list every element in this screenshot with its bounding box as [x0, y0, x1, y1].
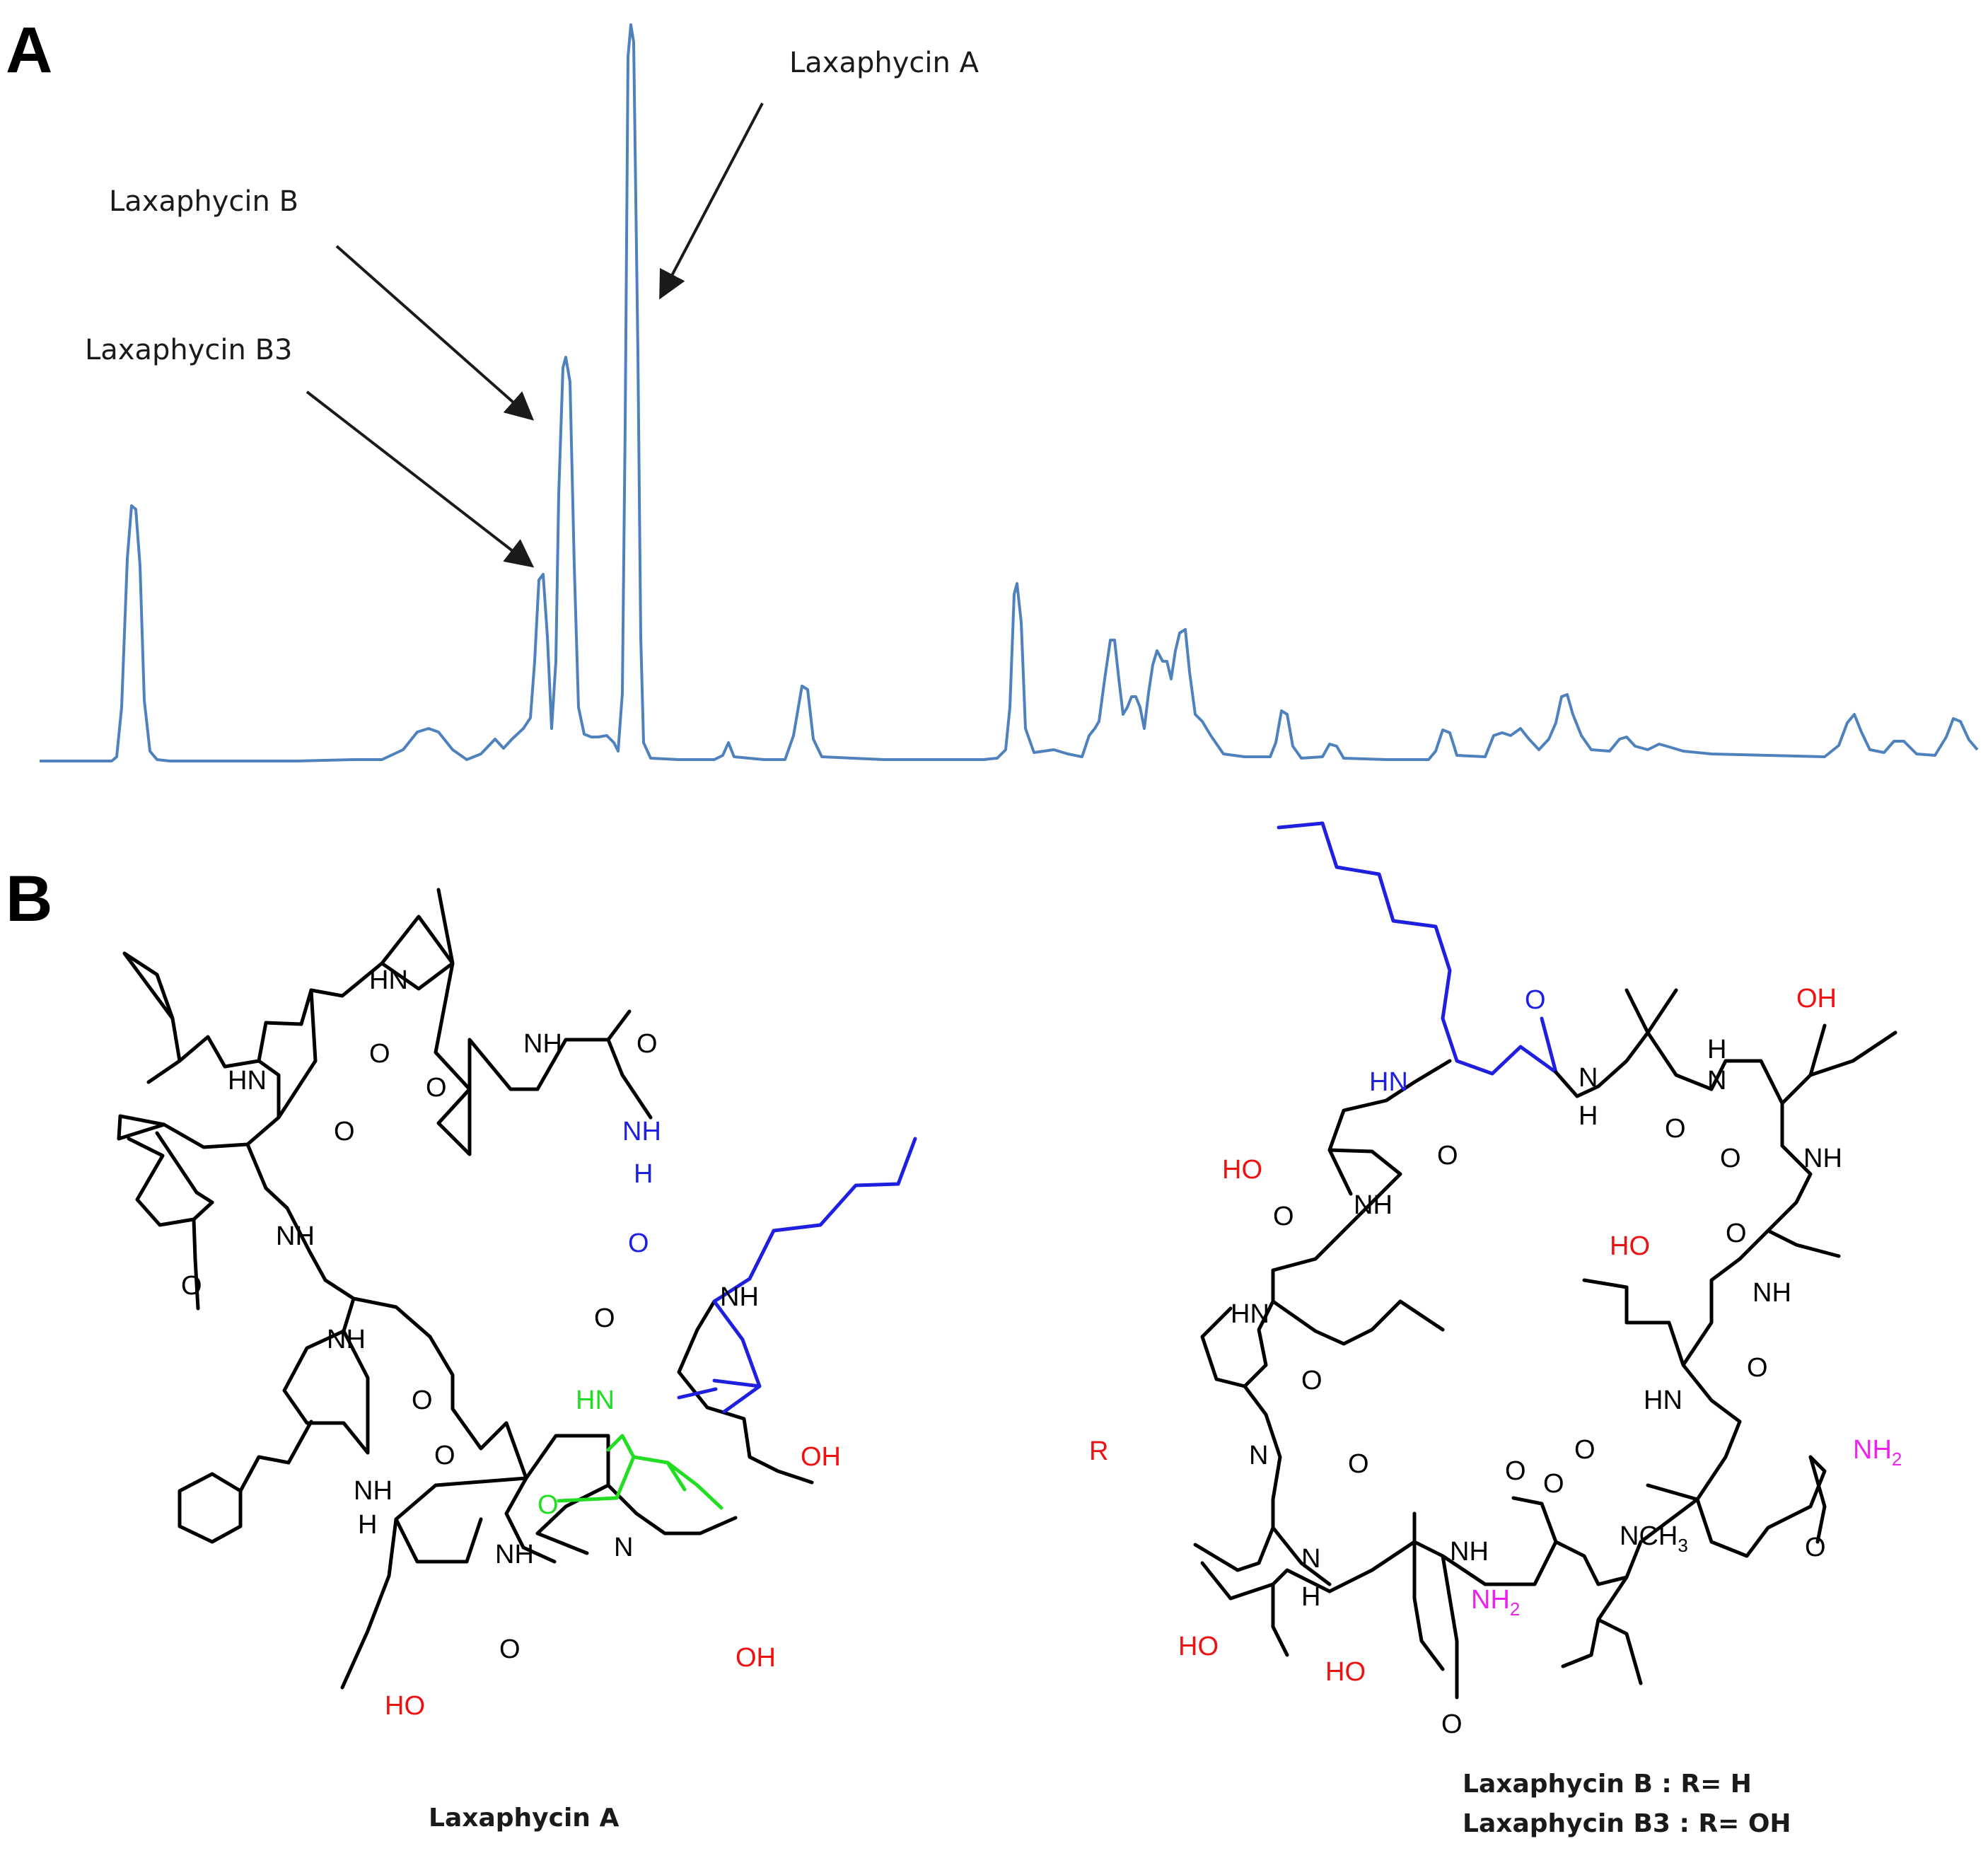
atom-label: O — [181, 1271, 202, 1301]
atom-label: O — [1805, 1533, 1826, 1562]
atom-label: O — [1437, 1141, 1458, 1171]
atom-label: NH — [327, 1325, 366, 1354]
atom-label: O — [1301, 1366, 1323, 1395]
atom-label: NH — [720, 1282, 759, 1312]
atom-label: O — [1665, 1114, 1686, 1144]
arrow-laxaphycin-b3 — [306, 390, 535, 568]
atom-label: O — [636, 1029, 658, 1059]
atom-label: O — [499, 1635, 521, 1664]
atom-label-r-group: R — [1089, 1436, 1108, 1466]
atom-label: HN — [228, 1066, 267, 1096]
atom-label: H — [1579, 1101, 1598, 1131]
atom-label: N — [1707, 1066, 1726, 1096]
atom-label: NH — [495, 1540, 534, 1569]
atom-label-hydroxyl: OH — [1796, 984, 1837, 1014]
atom-label: O — [334, 1117, 355, 1146]
atom-label-hydroxyl: HO — [1325, 1657, 1366, 1687]
atom-label: N — [1301, 1544, 1320, 1574]
atom-label-amide: NH2 — [1853, 1435, 1902, 1470]
atom-label: O — [1747, 1353, 1768, 1383]
atom-label-lipid: O — [628, 1229, 649, 1258]
atom-label: H — [1707, 1035, 1726, 1064]
structure-laxaphycin-a: HN O NH O O HN O NH O NH O NH H O NH O O… — [117, 888, 917, 1721]
atom-label: O — [594, 1303, 615, 1333]
atom-label: NH — [523, 1029, 562, 1059]
arrow-laxaphycin-a — [659, 103, 764, 300]
peak-label-laxaphycin-a: Laxaphycin A — [789, 47, 980, 79]
atom-label: NH — [1450, 1537, 1489, 1567]
atom-label: HN — [1231, 1299, 1269, 1329]
atom-label-amide: NH2 — [1471, 1585, 1520, 1620]
atom-label: O — [1726, 1219, 1747, 1248]
atom-label: H — [358, 1510, 377, 1540]
atom-label: O — [1543, 1469, 1564, 1499]
chromatogram-trace — [40, 23, 1979, 762]
panel-label-a: A — [6, 14, 52, 86]
atom-label: O — [369, 1039, 390, 1069]
arrow-laxaphycin-b — [335, 245, 534, 421]
caption-laxaphycin-b: Laxaphycin B : R= H — [1463, 1770, 1752, 1799]
atom-label: O — [1574, 1435, 1595, 1465]
atom-label: O — [434, 1441, 455, 1470]
atom-label: NH — [1803, 1144, 1842, 1173]
atom-label: H — [1301, 1582, 1320, 1612]
atom-label: O — [1441, 1709, 1463, 1739]
atom-label: N — [1579, 1063, 1598, 1093]
atom-label: O — [426, 1073, 447, 1103]
atom-label-lipid: O — [1525, 985, 1546, 1015]
atom-label-hydroxyl: HO — [1178, 1632, 1219, 1661]
atom-label: O — [1273, 1202, 1294, 1231]
atom-label: O — [1505, 1456, 1526, 1486]
atom-label: NCH3 — [1620, 1521, 1688, 1556]
atom-label: NH — [1752, 1278, 1791, 1308]
panel-label-b: B — [6, 863, 52, 935]
atom-label-hydroxyl: OH — [801, 1442, 841, 1472]
atom-label-lipid: NH — [622, 1117, 661, 1146]
atom-label-dehydro: HN — [576, 1386, 615, 1415]
atom-label-hydroxyl: HO — [385, 1691, 425, 1721]
peak-label-laxaphycin-b: Laxaphycin B — [109, 185, 298, 218]
atom-label: N — [1249, 1441, 1268, 1470]
chromatogram — [40, 23, 1979, 762]
atom-label-hydroxyl: OH — [736, 1643, 776, 1673]
atom-label: O — [1348, 1449, 1369, 1479]
atom-label: NH — [1354, 1190, 1393, 1220]
atom-label: NH — [276, 1221, 315, 1251]
atom-label: HN — [369, 965, 408, 995]
atom-label-hydroxyl: HO — [1610, 1231, 1650, 1261]
atom-label-lipid: H — [634, 1159, 653, 1189]
atom-label-hydroxyl: HO — [1222, 1155, 1262, 1185]
caption-laxaphycin-a: Laxaphycin A — [429, 1804, 619, 1833]
caption-laxaphycin-b3: Laxaphycin B3 : R= OH — [1463, 1809, 1791, 1838]
atom-label: NH — [354, 1476, 393, 1506]
atom-label: HN — [1644, 1386, 1682, 1415]
atom-label-dehydro: O — [537, 1490, 559, 1520]
atom-label: O — [1720, 1144, 1741, 1173]
peak-label-laxaphycin-b3: Laxaphycin B3 — [85, 334, 292, 366]
structure-laxaphycin-b: OH HO HO HO HO R NH2 NH2 NCH3 O HN N H H… — [1089, 821, 1902, 1739]
atom-label: N — [614, 1533, 633, 1562]
atom-label-lipid: HN — [1369, 1067, 1408, 1097]
atom-label: O — [412, 1386, 433, 1415]
